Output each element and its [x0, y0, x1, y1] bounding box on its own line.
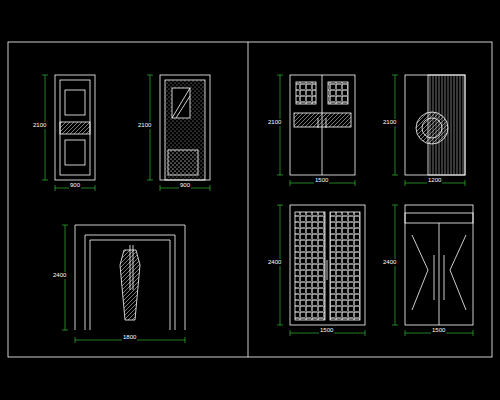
dimension-label: 1500 — [314, 177, 329, 184]
dimension-label: 2400 — [267, 259, 282, 266]
dimension-label: 2100 — [382, 119, 397, 126]
dimension-label: 1800 — [122, 334, 137, 341]
dimension-label: 1500 — [319, 327, 334, 334]
dimension-label: 900 — [69, 182, 81, 189]
dimension-label: 2400 — [52, 272, 67, 279]
dimension-label: 1200 — [427, 177, 442, 184]
dimension-label: 900 — [179, 182, 191, 189]
dimension-label: 1500 — [431, 327, 446, 334]
dimension-label: 2100 — [137, 122, 152, 129]
dimension-label: 2400 — [382, 259, 397, 266]
dimension-label: 2100 — [32, 122, 47, 129]
dimension-label: 2100 — [267, 119, 282, 126]
